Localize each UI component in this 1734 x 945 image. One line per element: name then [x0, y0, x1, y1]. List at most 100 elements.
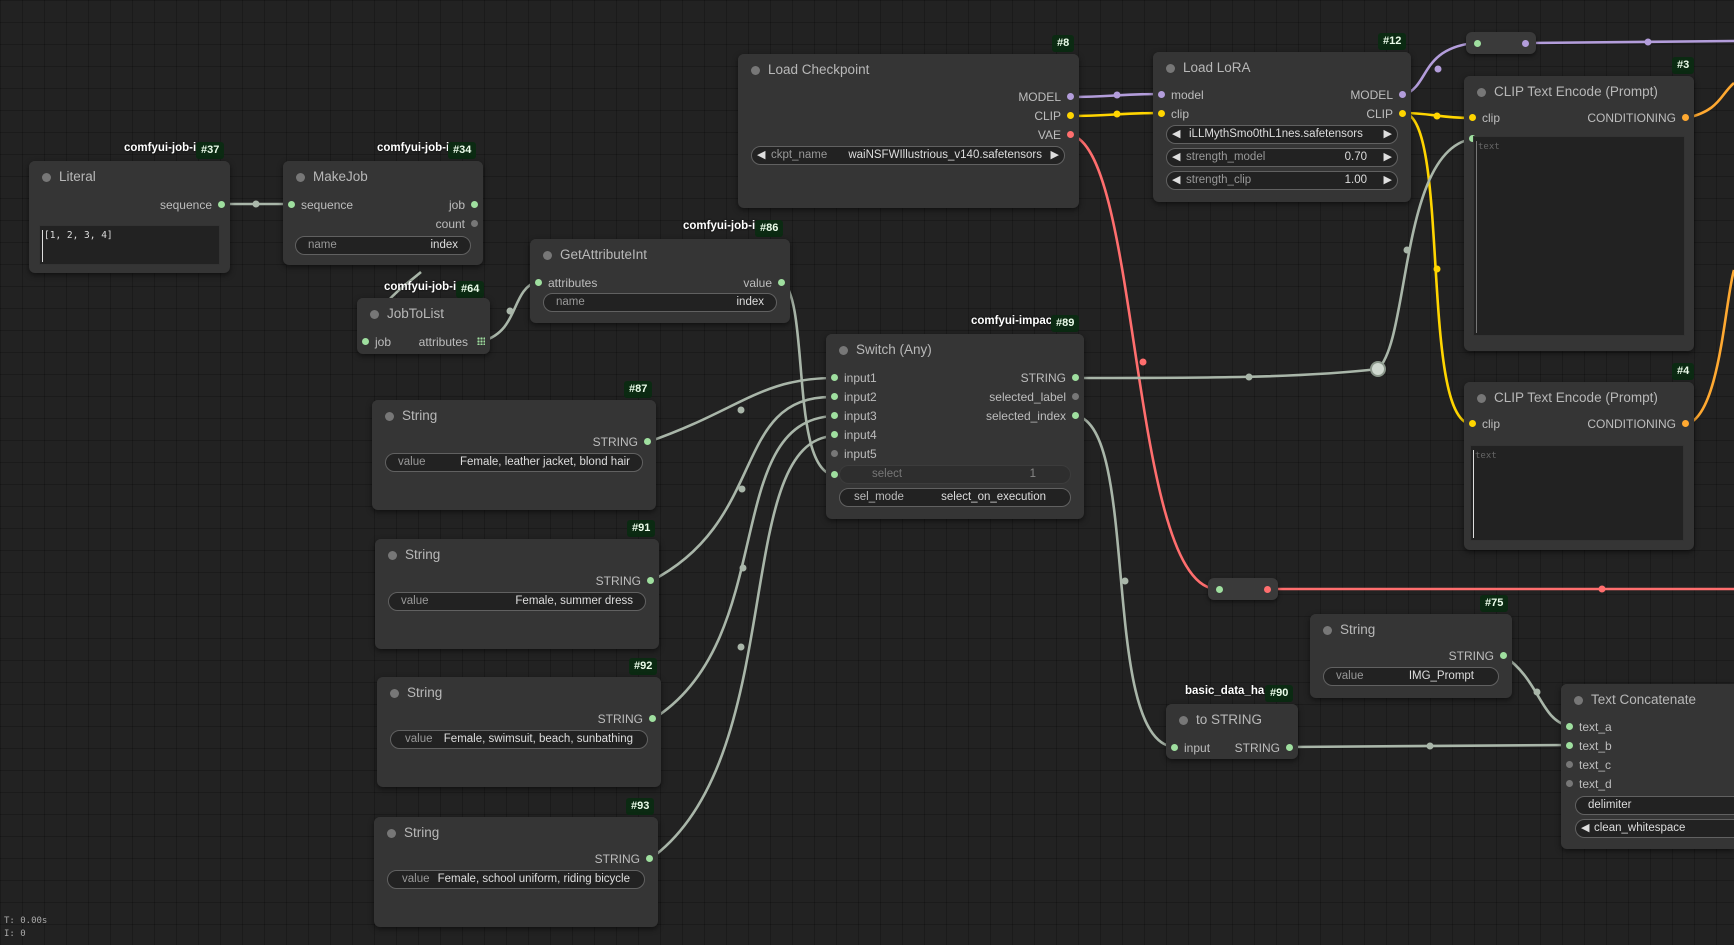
input-pin-input2[interactable] [831, 393, 838, 400]
input-pin-text-a[interactable] [1566, 723, 1573, 730]
reroute-model[interactable] [1466, 32, 1536, 54]
arrow-right-icon[interactable]: ▶ [1383, 174, 1392, 186]
collapse-dot-icon[interactable] [1477, 88, 1486, 97]
wire-midpoint[interactable] [1245, 373, 1253, 381]
input-pin-input3[interactable] [831, 412, 838, 419]
node-get-attribute-int[interactable]: GetAttributeInt attributes value name in… [530, 239, 790, 323]
wire-midpoint[interactable] [1644, 38, 1652, 46]
output-pin-value[interactable] [778, 279, 785, 286]
output-pin-string[interactable] [647, 577, 654, 584]
arrow-right-icon[interactable]: ▶ [1383, 128, 1392, 140]
input-pin-text-b[interactable] [1566, 742, 1573, 749]
arrow-right-icon[interactable]: ▶ [1383, 151, 1392, 163]
output-pin-string[interactable] [1072, 374, 1079, 381]
wire-midpoint[interactable] [1533, 688, 1541, 696]
output-pin-string[interactable] [1500, 652, 1507, 659]
node-string-92[interactable]: String STRING value Female, swimsuit, be… [377, 677, 661, 787]
collapse-dot-icon[interactable] [296, 173, 305, 182]
output-pin-string[interactable] [649, 715, 656, 722]
wire-midpoint[interactable] [1121, 577, 1129, 585]
output-pin-sequence[interactable] [218, 201, 225, 208]
arrow-left-icon[interactable]: ◀ [1172, 174, 1181, 186]
output-pin-string[interactable] [644, 438, 651, 445]
output-pin-model[interactable] [1067, 93, 1074, 100]
collapse-dot-icon[interactable] [839, 346, 848, 355]
input-pin-text[interactable] [1469, 135, 1476, 142]
node-string-91[interactable]: String STRING value Female, summer dress [375, 539, 659, 649]
node-clip-text-encode-3[interactable]: CLIP Text Encode (Prompt) clip CONDITION… [1464, 76, 1694, 351]
reroute-in-pin[interactable] [1474, 40, 1481, 47]
input-pin-text-d[interactable] [1566, 780, 1573, 787]
node-load-lora[interactable]: Load LoRA model MODEL clip CLIP ◀ iLLMyt… [1153, 52, 1411, 202]
value-widget[interactable]: value Female, summer dress [388, 592, 646, 611]
wire-reroute-knob[interactable] [1370, 361, 1386, 377]
reroute-vae[interactable] [1208, 578, 1278, 600]
input-pin-clip[interactable] [1469, 114, 1476, 121]
prompt-text-area[interactable]: text [1470, 445, 1684, 541]
output-pin-string[interactable] [646, 855, 653, 862]
value-widget[interactable]: value Female, swimsuit, beach, sunbathin… [390, 730, 648, 749]
wire-midpoint[interactable] [1433, 265, 1441, 273]
strength-model-slider[interactable]: ◀ strength_model 0.70 ▶ [1166, 148, 1398, 167]
collapse-dot-icon[interactable] [1166, 64, 1175, 73]
node-string-93[interactable]: String STRING value Female, school unifo… [374, 817, 658, 927]
strength-clip-slider[interactable]: ◀ strength_clip 1.00 ▶ [1166, 171, 1398, 190]
input-pin-job[interactable] [362, 338, 369, 345]
prompt-text-area[interactable]: text [1473, 136, 1685, 336]
output-pin-conditioning[interactable] [1682, 420, 1689, 427]
clean-whitespace-combo[interactable]: ◀ clean_whitespace [1575, 819, 1734, 838]
lora-name-combo[interactable]: ◀ iLLMythSmo0thL1nes.safetensors ▶ [1166, 125, 1398, 144]
wire-midpoint[interactable] [506, 307, 514, 315]
arrow-right-icon[interactable]: ▶ [1050, 149, 1059, 161]
node-makejob[interactable]: MakeJob sequence job count name index [283, 161, 483, 265]
arrow-left-icon[interactable]: ◀ [1172, 128, 1181, 140]
wire-midpoint[interactable] [1113, 91, 1121, 99]
collapse-dot-icon[interactable] [390, 689, 399, 698]
output-pin-count[interactable] [471, 220, 478, 227]
node-switch-any[interactable]: Switch (Any) input1 input2 input3 input4… [826, 334, 1084, 519]
reroute-out-pin[interactable] [1522, 40, 1529, 47]
node-to-string[interactable]: to STRING input STRING [1166, 704, 1298, 759]
arrow-left-icon[interactable]: ◀ [1172, 151, 1181, 163]
wire-midpoint[interactable] [1433, 112, 1441, 120]
wire-midpoint[interactable] [737, 406, 745, 414]
value-widget[interactable]: value Female, school uniform, riding bic… [387, 870, 645, 889]
wire-midpoint[interactable] [1598, 585, 1606, 593]
wire-midpoint[interactable] [252, 200, 260, 208]
collapse-dot-icon[interactable] [1323, 626, 1332, 635]
node-string-87[interactable]: String STRING value Female, leather jack… [372, 400, 656, 510]
literal-text-area[interactable]: [1, 2, 3, 4] [39, 225, 220, 265]
collapse-dot-icon[interactable] [751, 66, 760, 75]
output-pin-model[interactable] [1399, 91, 1406, 98]
arrow-left-icon[interactable]: ◀ [757, 149, 766, 161]
collapse-dot-icon[interactable] [1477, 394, 1486, 403]
name-widget[interactable]: name index [543, 293, 777, 312]
output-pin-vae[interactable] [1067, 131, 1074, 138]
wire-midpoint[interactable] [1139, 358, 1147, 366]
input-pin-sequence[interactable] [288, 201, 295, 208]
value-widget[interactable]: value IMG_Prompt [1323, 667, 1499, 686]
node-string-75[interactable]: String STRING value IMG_Prompt [1310, 614, 1512, 698]
wire-midpoint[interactable] [1113, 110, 1121, 118]
collapse-dot-icon[interactable] [1179, 716, 1188, 725]
input-pin-text-c[interactable] [1566, 761, 1573, 768]
output-pin-selected-index[interactable] [1072, 412, 1079, 419]
collapse-dot-icon[interactable] [543, 251, 552, 260]
input-pin-model[interactable] [1158, 91, 1165, 98]
collapse-dot-icon[interactable] [385, 412, 394, 421]
collapse-dot-icon[interactable] [387, 829, 396, 838]
output-pin-clip[interactable] [1067, 112, 1074, 119]
wire-midpoint[interactable] [1426, 742, 1434, 750]
node-text-concatenate[interactable]: Text Concatenate text_a text_b text_c te… [1561, 684, 1734, 849]
wire-midpoint[interactable] [1434, 65, 1442, 73]
value-widget[interactable]: value Female, leather jacket, blond hair [385, 453, 643, 472]
node-load-checkpoint[interactable]: Load Checkpoint MODEL CLIP VAE ◀ ckpt_na… [738, 54, 1079, 208]
reroute-in-pin[interactable] [1216, 586, 1223, 593]
wire-midpoint[interactable] [1403, 246, 1411, 254]
collapse-dot-icon[interactable] [1574, 696, 1583, 705]
input-pin-select[interactable] [831, 471, 838, 478]
collapse-dot-icon[interactable] [388, 551, 397, 560]
delimiter-widget[interactable]: delimiter [1575, 796, 1734, 815]
output-pin-clip[interactable] [1399, 110, 1406, 117]
wire-midpoint[interactable] [739, 564, 747, 572]
